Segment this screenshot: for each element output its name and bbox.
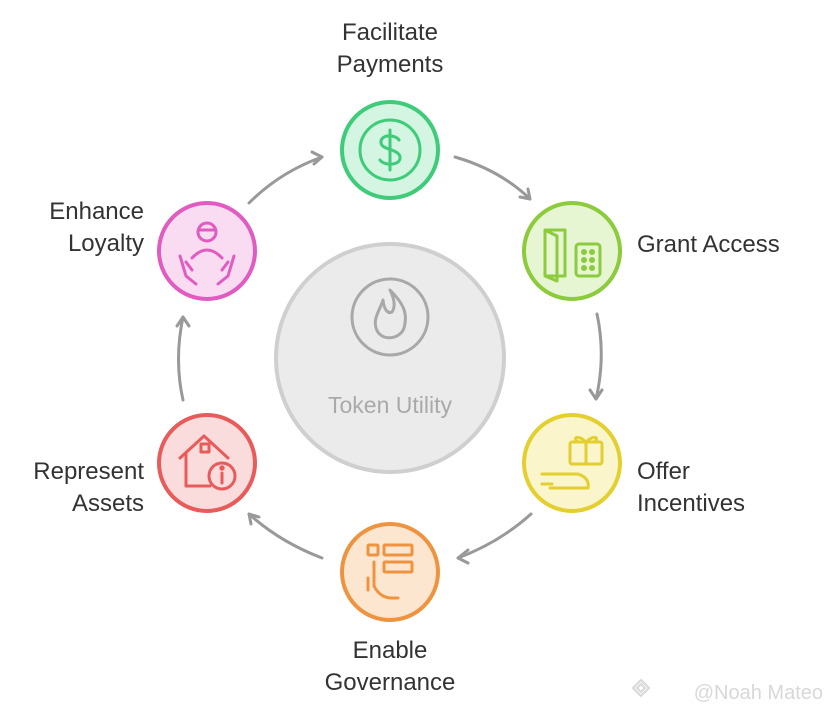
label-line: Enable — [352, 637, 428, 664]
node-grant-access — [522, 201, 622, 301]
center-hub — [274, 242, 506, 474]
door-keypad-icon — [543, 228, 602, 283]
arrow-assets-to-loyalty — [175, 315, 191, 402]
arrow-access-to-incentives — [588, 312, 604, 401]
person-hands-icon — [178, 221, 236, 286]
connectors — [175, 150, 604, 565]
watermark: @Noah Mateo — [693, 682, 823, 704]
arrow-incentives-to-governance — [456, 512, 533, 565]
label-line: Offer — [637, 458, 690, 485]
label-line: Assets — [71, 490, 144, 517]
label-line: Represent — [33, 458, 144, 485]
flame-icon — [350, 277, 430, 357]
arrow-payments-to-access — [453, 155, 532, 201]
label-facilitate-payments: Facilitate Payments — [290, 17, 490, 81]
arrow-governance-to-assets — [247, 512, 324, 560]
node-offer-incentives — [522, 413, 622, 513]
label-enhance-loyalty: Enhance Loyalty — [0, 196, 144, 260]
label-line: Payments — [336, 51, 444, 78]
label-line: Governance — [324, 669, 456, 696]
label-offer-incentives: Offer Incentives — [637, 456, 817, 520]
dollar-icon — [358, 118, 422, 182]
vote-hand-icon — [366, 543, 414, 600]
node-facilitate-payments — [340, 100, 440, 200]
label-line: Facilitate — [341, 19, 439, 46]
label-line: Grant Access — [637, 231, 780, 258]
house-info-icon — [178, 434, 237, 491]
node-enable-governance — [340, 522, 440, 622]
label-enable-governance: Enable Governance — [290, 635, 490, 699]
gift-hand-icon — [540, 435, 604, 490]
center-label: Token Utility — [328, 392, 452, 418]
node-enhance-loyalty — [157, 201, 257, 301]
label-line: Enhance — [49, 198, 144, 225]
binance-logo-icon — [631, 678, 651, 698]
node-represent-assets — [157, 413, 257, 513]
label-line: Loyalty — [67, 230, 144, 257]
label-grant-access: Grant Access — [637, 229, 817, 261]
arrow-loyalty-to-payments — [247, 150, 324, 205]
label-line: Incentives — [637, 490, 746, 517]
label-represent-assets: Represent Assets — [0, 456, 144, 520]
